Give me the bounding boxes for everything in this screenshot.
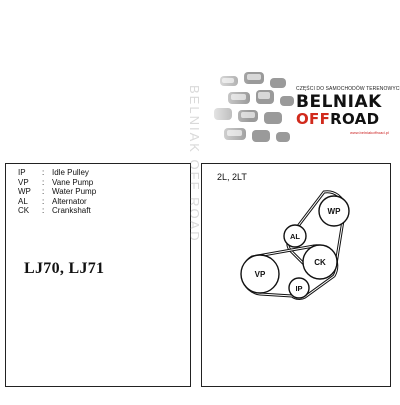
legend-colon: : xyxy=(42,177,45,187)
legend-code: VP xyxy=(18,177,29,187)
legend-code: WP xyxy=(18,187,31,196)
pulley-vp: VP xyxy=(240,254,280,294)
belt-diagram: IP : Idle Pulley VP : Vane Pump WP : Wat… xyxy=(5,163,395,388)
pulley-legend: IP : Idle Pulley VP : Vane Pump WP : Wat… xyxy=(18,168,96,216)
logo-road-text: ROAD xyxy=(330,110,380,128)
logo-tagline: CZĘŚCI DO SAMOCHODÓW TERENOWYCH xyxy=(296,86,400,92)
pulley-al: AL xyxy=(283,224,307,248)
logo-offroad: OFFROAD xyxy=(296,110,379,128)
logo-off-text: OFF xyxy=(296,110,331,128)
pulley-wp: WP xyxy=(318,195,350,227)
model-label: LJ70, LJ71 xyxy=(24,260,105,277)
pulley-label-al: AL xyxy=(290,232,300,241)
legend-row-wp: WP : Water Pump xyxy=(18,187,96,197)
legend-colon: : xyxy=(42,168,45,177)
belt-routing-panel: 2L, 2LT WP AL CK VP xyxy=(201,163,391,387)
engine-label: 2L, 2LT xyxy=(217,172,247,182)
pulley-ck: CK xyxy=(302,244,338,280)
legend-name: Alternator xyxy=(52,196,87,206)
legend-colon: : xyxy=(42,196,45,206)
legend-name: Vane Pump xyxy=(52,177,94,187)
legend-name: Water Pump xyxy=(52,187,97,196)
legend-colon: : xyxy=(42,206,45,215)
logo-name: BELNIAK xyxy=(296,92,382,112)
pulley-label-ip: IP xyxy=(295,284,302,293)
pulley-label-ck: CK xyxy=(314,258,326,267)
pulley-ip: IP xyxy=(288,277,310,299)
legend-code: CK xyxy=(18,206,30,215)
legend-panel: IP : Idle Pulley VP : Vane Pump WP : Wat… xyxy=(5,163,191,387)
legend-code: AL xyxy=(18,196,28,206)
pulley-label-vp: VP xyxy=(255,270,266,279)
legend-row-ck: CK : Crankshaft xyxy=(18,206,96,216)
tire-tread-graphic xyxy=(200,70,400,160)
legend-row-al: AL : Alternator xyxy=(18,197,96,207)
legend-code: IP xyxy=(18,168,26,177)
pulley-label-wp: WP xyxy=(328,207,342,216)
legend-row-ip: IP : Idle Pulley xyxy=(18,168,96,178)
brand-logo: CZĘŚCI DO SAMOCHODÓW TERENOWYCH BELNIAK … xyxy=(200,70,400,160)
legend-row-vp: VP : Vane Pump xyxy=(18,178,96,188)
legend-name: Idle Pulley xyxy=(52,168,89,177)
legend-name: Crankshaft xyxy=(52,206,91,215)
legend-colon: : xyxy=(42,187,45,196)
belt-routing-drawing: WP AL CK VP IP xyxy=(240,190,350,300)
watermark-text: BELNIAK OFF ROAD xyxy=(188,85,202,243)
logo-url: www.belniakoffroad.pl xyxy=(350,130,389,135)
